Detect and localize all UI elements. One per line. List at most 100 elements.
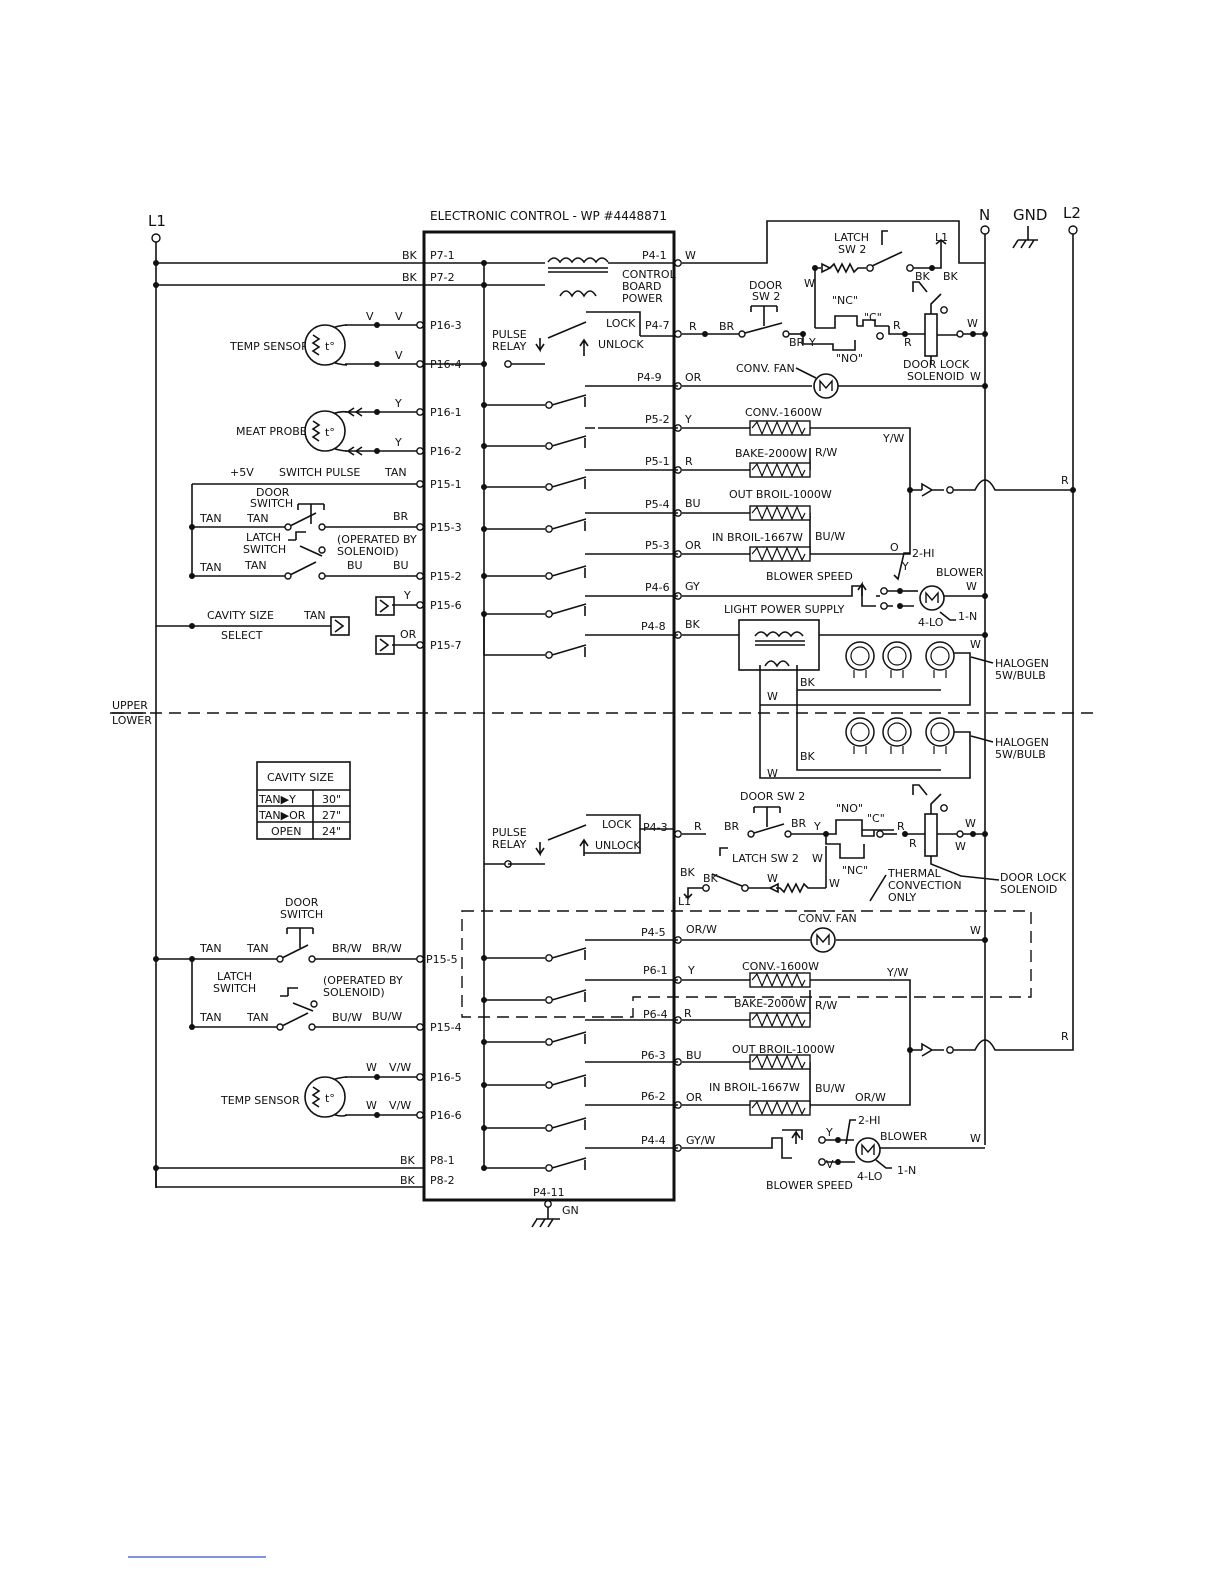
wire-label: BU/W [815,1082,845,1095]
wire-label: OR [685,539,702,552]
wire-label: BK [800,676,816,689]
wire-label: TAN [303,609,326,622]
blower-label: BLOWER [936,566,984,579]
control-board-label-1: CONTROL [622,268,677,281]
out-broil-label: OUT BROIL-1000W [732,1043,835,1056]
wire-label: W [829,877,840,890]
wire-label: BR [791,817,807,830]
terminal-gnd-label: GND [1013,206,1047,224]
upper-heaters: CONV.-1600W Y/W BAKE-2000W R/W OUT BROIL… [682,406,1076,562]
meat-probe: MEAT PROBE t° [236,407,380,456]
wire-label: BR/W [372,942,402,955]
wire-label: R [893,319,901,332]
wire-label: GN [562,1204,579,1217]
pin-p15-5: P15-5 [426,953,458,966]
wire-label: Y [684,413,692,426]
wire-label: Y [901,560,909,573]
out-broil-label: OUT BROIL-1000W [729,488,832,501]
wire-label: TAN [244,559,267,572]
thermal-convection-box [461,910,1032,1018]
wire-label: R [689,320,697,333]
plus5v-label: +5V [230,466,254,479]
wire-label: W [812,852,823,865]
pin-p15-4: P15-4 [430,1021,462,1034]
wire-label: W [767,767,778,780]
terminal-l1: L1 [148,212,166,243]
cavity-size: 27" [322,809,341,822]
wire-label: BR/W [332,942,362,955]
wire-label: BK [680,866,696,879]
in-broil-heater [749,1100,811,1116]
unlock-label: UNLOCK [598,338,644,351]
pin-p4-11: P4-11 [533,1186,565,1199]
wire-label: BR [719,320,735,333]
wire-label: W [965,817,976,830]
wire-label: TAN [199,512,222,525]
unlock-label: UNLOCK [595,839,641,852]
wire-label: TAN [246,942,269,955]
pin-p4-8: P4-8 [641,620,666,633]
out-broil-heater [749,1054,811,1070]
pin-p8-2: P8-2 [430,1174,455,1187]
halogen-label: HALOGEN [995,736,1049,749]
lo-label: 4-LO [857,1170,883,1183]
pin-p7-1: P7-1 [430,249,455,262]
upper-conv-fan: CONV. FAN W [682,362,988,399]
door-lock-solenoid-label: SOLENOID [1000,883,1057,896]
nc-label: "NC" [842,864,868,877]
wire-label: BU [393,559,409,572]
wire-label: Y/W [882,432,904,445]
lower-temp-sensor: TEMP SENSOR t° W W [220,1061,380,1118]
wire-label: R [897,820,905,833]
wire-label: V [395,349,403,362]
lower-blower: Y V 2-HI BLOWER 4-LO 1-N BLOWER SPEED W [682,1114,985,1192]
door-switch-label: SWITCH [280,908,323,921]
blower-speed-label: BLOWER SPEED [766,1179,853,1192]
operated-by-label: SOLENOID) [323,986,385,999]
wire-label: V [826,1158,834,1171]
sensor-symbol: t° [325,426,335,439]
pin-connectors [585,385,678,1149]
terminal-gnd: GND [1012,206,1047,249]
wire-label: TAN [199,561,222,574]
wire-label: W [970,370,981,383]
no-label: "NO" [836,802,863,815]
out-broil-heater [749,505,811,521]
latch-sw2-label: LATCH [834,231,869,244]
pin-p16-6: P16-6 [430,1109,462,1122]
pin-p16-5: P16-5 [430,1071,462,1084]
bake-heater [749,1012,811,1028]
terminal-l2: L2 [1063,204,1081,235]
conv-heater-label: CONV.-1600W [742,960,819,973]
terminal-n: N [979,206,990,235]
wire-label: BK [800,750,816,763]
wire-label: BU [347,559,363,572]
wire-label: O [890,541,899,554]
light-power-supply-label: LIGHT POWER SUPPLY [724,603,845,616]
wire-label: BK [685,618,701,631]
nc-label: "NC" [832,294,858,307]
wire-label: R [694,820,702,833]
pin-p4-5: P4-5 [641,926,666,939]
blower-label: BLOWER [880,1130,928,1143]
pulse-relay-label: PULSE [492,826,527,839]
control-board-label-2: BOARD [622,280,661,293]
halogen-label: HALOGEN [995,657,1049,670]
cavity-size: 24" [322,825,341,838]
thermal-convection-label: ONLY [888,891,917,904]
wire-label: V [366,310,374,323]
wire-label: W [970,924,981,937]
electronic-control-box [422,230,676,1202]
wire-label: BR [789,336,805,349]
cavity-code: TAN▶OR [258,809,306,822]
door-switch-label: SWITCH [250,497,293,510]
terminal-l1-label: L1 [148,212,166,230]
wire-label: BU/W [815,530,845,543]
door-sw2-label: DOOR [749,279,783,292]
wire-label: BK [703,872,719,885]
wire-label: BR [393,510,409,523]
lower-pulse-relay: PULSE RELAY LOCK UNLOCK [492,814,674,865]
pin-p5-1: P5-1 [645,455,670,468]
wire-label: TAN [384,466,407,479]
